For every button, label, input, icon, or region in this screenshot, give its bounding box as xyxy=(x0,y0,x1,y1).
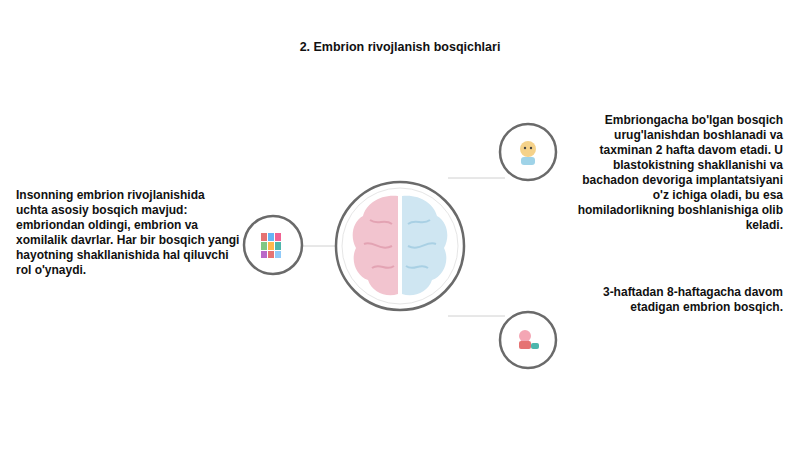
connector-lines xyxy=(302,178,505,316)
left-icon-circle xyxy=(244,216,302,274)
bottom-right-icon-circle xyxy=(500,312,556,368)
intro-note: Insonning embrion rivojlanishida uchta a… xyxy=(16,188,240,278)
diagram-title: 2. Embrion rivojlanish bosqichlari xyxy=(200,40,600,55)
stage-note: 3-haftadan 8-haftagacha davom etadigan e… xyxy=(593,285,783,315)
stage-note: Embriongacha bo'lgan bosqich urug'lanish… xyxy=(571,113,783,233)
center-circle xyxy=(336,182,464,310)
top-right-icon-circle xyxy=(500,124,556,180)
